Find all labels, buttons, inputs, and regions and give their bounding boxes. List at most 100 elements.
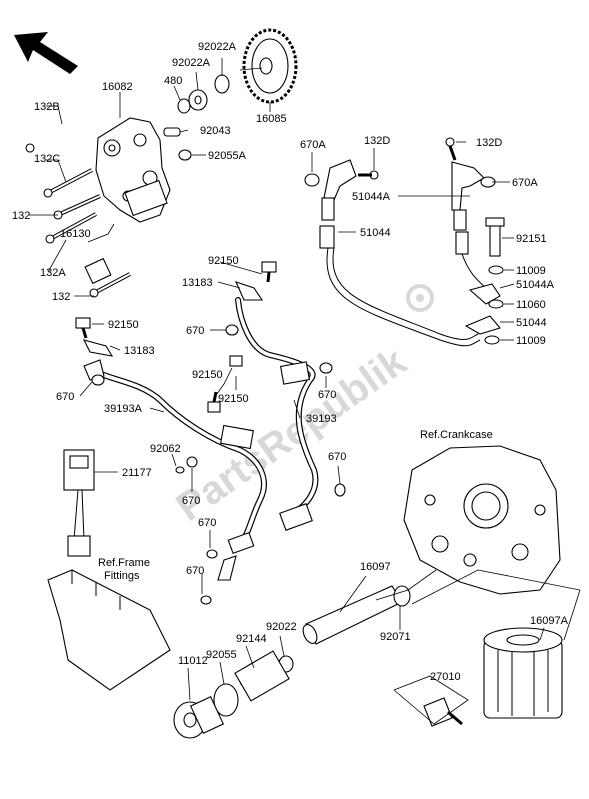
label-39193A: 39193A bbox=[104, 403, 143, 415]
label-51044A: 51044A bbox=[352, 191, 391, 203]
o-ring-92055A bbox=[178, 149, 192, 161]
oil-filter-16097A bbox=[483, 627, 563, 719]
bolt-92150-mid-a bbox=[229, 355, 243, 367]
label-92055: 92055 bbox=[206, 649, 237, 661]
plug-11012 bbox=[173, 696, 225, 739]
o-ring-480 bbox=[177, 98, 191, 114]
o-ring-670-d bbox=[91, 374, 105, 386]
frame-fittings bbox=[47, 569, 171, 691]
leader-lines bbox=[28, 58, 581, 725]
label-132-upper: 132 bbox=[12, 210, 30, 222]
washer-92062 bbox=[175, 466, 185, 474]
label-92144: 92144 bbox=[236, 633, 267, 645]
label-13183-top: 13183 bbox=[182, 277, 213, 289]
label-11012: 11012 bbox=[178, 655, 208, 667]
label-670-f: 670 bbox=[198, 517, 216, 529]
banjo-51044 bbox=[464, 315, 501, 335]
gear-16085 bbox=[239, 28, 298, 104]
label-132B: 132B bbox=[34, 101, 60, 113]
label-39193: 39193 bbox=[306, 413, 337, 425]
banjo-51044A bbox=[468, 283, 501, 305]
bolt-132-upper bbox=[53, 194, 101, 220]
o-ring-670-c bbox=[334, 483, 346, 497]
bolt-92150-top bbox=[261, 261, 277, 283]
o-ring-670-e bbox=[186, 456, 198, 468]
label-16097: 16097 bbox=[360, 561, 391, 573]
label-21177: 21177 bbox=[122, 467, 152, 479]
gear-watermark-icon bbox=[406, 284, 434, 312]
bolt-132D-right bbox=[445, 137, 455, 147]
label-51044-hose: 51044 bbox=[360, 227, 391, 239]
label-132C: 132C bbox=[34, 153, 60, 165]
bolt-92150-left bbox=[75, 317, 91, 339]
label-670A-right: 670A bbox=[512, 177, 538, 189]
label-670-d: 670 bbox=[56, 391, 74, 403]
label-670-a: 670 bbox=[186, 325, 204, 337]
o-ring-670-g bbox=[200, 595, 212, 605]
label-132A: 132A bbox=[40, 267, 66, 279]
bolt-132C bbox=[43, 168, 93, 198]
pipe-39193A bbox=[83, 359, 267, 555]
label-92150-top: 92150 bbox=[208, 255, 239, 267]
label-132D-right: 132D bbox=[476, 137, 502, 149]
front-direction-arrow-icon bbox=[14, 32, 78, 74]
gasket-11060 bbox=[488, 299, 504, 309]
label-670-c: 670 bbox=[328, 451, 346, 463]
label-92022A-a: 92022A bbox=[172, 57, 211, 69]
label-92150-left: 92150 bbox=[108, 319, 139, 331]
o-ring-670-b bbox=[319, 362, 333, 374]
label-11060: 11060 bbox=[516, 299, 546, 311]
label-11009-upper: 11009 bbox=[516, 265, 546, 277]
pipe-end-lower bbox=[217, 555, 237, 581]
label-132D-left: 132D bbox=[364, 135, 390, 147]
o-ring-92071 bbox=[393, 585, 411, 607]
o-ring-670A-left bbox=[304, 173, 320, 187]
label-16082: 16082 bbox=[102, 81, 133, 93]
label-16130: 16130 bbox=[60, 228, 91, 240]
o-ring-92055 bbox=[213, 683, 239, 717]
label-92022A-b: 92022A bbox=[198, 41, 237, 53]
pin-92043 bbox=[163, 127, 181, 137]
label-670-g: 670 bbox=[186, 565, 204, 577]
label-ref-frame-fittings: Fittings bbox=[104, 570, 140, 582]
hose-assembly-51044 bbox=[304, 137, 496, 347]
oil-pump-body bbox=[95, 117, 171, 223]
label-16097A: 16097A bbox=[530, 615, 569, 627]
spring-92144 bbox=[234, 650, 290, 702]
clamp-13183-left bbox=[82, 339, 114, 357]
washer-hole bbox=[194, 95, 202, 105]
dowel-16130 bbox=[84, 257, 112, 285]
label-16085: 16085 bbox=[256, 113, 287, 125]
pipe-39193 bbox=[235, 297, 319, 531]
label-11009-lower: 11009 bbox=[516, 335, 546, 347]
label-92022: 92022 bbox=[266, 621, 297, 633]
label-51044A-banjo: 51044A bbox=[516, 279, 555, 291]
label-27010: 27010 bbox=[430, 671, 461, 683]
gasket-11009-lower bbox=[484, 335, 500, 345]
part-labels: 16082 132B 132C 132 16130 132A 132 480 9… bbox=[12, 41, 569, 683]
clamp-13183-top bbox=[234, 281, 264, 301]
label-92150-mid-a: 92150 bbox=[192, 369, 223, 381]
label-670-b: 670 bbox=[318, 389, 336, 401]
label-92150-mid-b: 92150 bbox=[218, 393, 249, 405]
banjo-bolt-92151 bbox=[485, 217, 505, 257]
bolt-132B bbox=[25, 125, 69, 153]
o-ring-670-a bbox=[225, 324, 239, 336]
label-670A-left: 670A bbox=[300, 139, 326, 151]
label-132-lower: 132 bbox=[52, 291, 70, 303]
label-ref-crankcase: Ref.Crankcase bbox=[420, 429, 493, 441]
oil-pressure-switch-27010 bbox=[423, 697, 463, 727]
gasket-11009-upper bbox=[488, 265, 504, 275]
crankcase bbox=[403, 445, 561, 595]
label-ref-frame: Ref.Frame bbox=[98, 557, 150, 569]
label-92071: 92071 bbox=[380, 631, 411, 643]
label-13183-left: 13183 bbox=[124, 345, 155, 357]
o-ring-670-f bbox=[206, 549, 218, 559]
label-92043: 92043 bbox=[200, 125, 231, 137]
bolt-132-lower bbox=[89, 272, 131, 298]
washer-92022A-b bbox=[214, 74, 230, 94]
label-670-e: 670 bbox=[182, 495, 200, 507]
bolt-132A bbox=[45, 212, 97, 244]
